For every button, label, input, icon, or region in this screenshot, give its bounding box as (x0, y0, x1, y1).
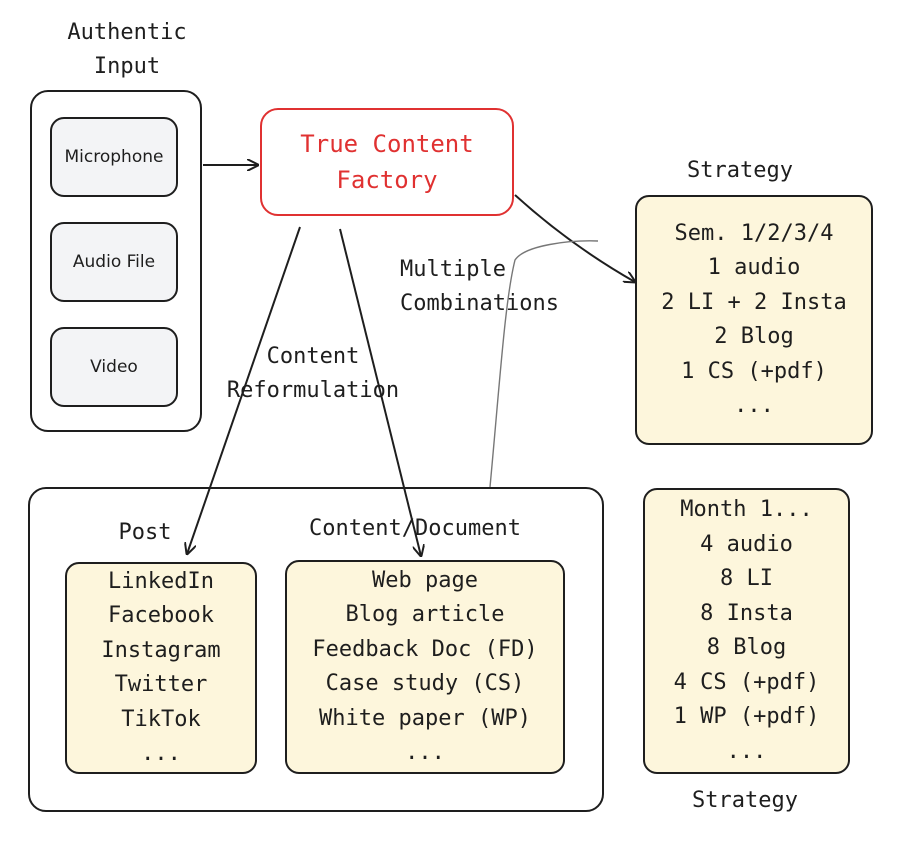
strategy-bottom-list: Month 1... 4 audio 8 LI 8 Insta 8 Blog 4… (643, 488, 850, 774)
output-container (28, 487, 604, 812)
content-document-title: Content/Document (309, 516, 521, 541)
reformulation-line-1: Content (266, 344, 360, 369)
strategy-top-item: 1 audio (707, 255, 801, 280)
video-label: Video (90, 357, 138, 377)
post-item[interactable]: Instagram (101, 637, 221, 663)
input-container (30, 90, 202, 432)
strategy-bottom-item: 1 WP (+pdf) (673, 704, 820, 729)
content-item[interactable]: Case study (CS) (325, 671, 525, 696)
content-item[interactable]: White paper (WP) (319, 705, 531, 731)
reformulation-line-2: Reformulation (226, 378, 400, 403)
strategy-top-list: Sem. 1/2/3/4 1 audio 2 LI + 2 Insta 2 Bl… (635, 195, 873, 445)
strategy-bottom-item: ... (726, 738, 767, 764)
microphone-card[interactable]: Microphone (50, 117, 178, 197)
post-item[interactable]: Twitter (114, 672, 208, 697)
content-item: ... (405, 740, 445, 765)
strategy-top-title: Strategy (687, 158, 793, 183)
strategy-top-item: 2 Blog (714, 324, 794, 349)
arrow-factory-to-content (339, 228, 421, 556)
strategy-top-item: 2 LI + 2 Insta (661, 289, 847, 315)
video-card[interactable]: Video (50, 327, 178, 407)
strategy-bottom-item: 8 Insta (700, 600, 793, 626)
strategy-bottom-item: 4 CS (+pdf) (673, 669, 820, 695)
input-title-line-1: Authentic (67, 20, 187, 45)
content-item[interactable]: Web page (372, 567, 478, 593)
arrow-factory-to-post (187, 226, 301, 554)
post-item[interactable]: Facebook (108, 603, 214, 628)
audio-file-card[interactable]: Audio File (50, 222, 178, 302)
strategy-bottom-item: 8 LI (720, 566, 773, 591)
strategy-top-item: 1 CS (+pdf) (681, 358, 827, 384)
post-list: LinkedIn Facebook Instagram Twitter TikT… (65, 562, 257, 774)
factory-line-2: Factory (336, 166, 438, 194)
post-title: Post (118, 520, 172, 545)
input-title: Authentic Input (52, 16, 202, 84)
microphone-label: Microphone (64, 147, 164, 167)
strategy-bottom-title: Strategy (692, 788, 798, 813)
strategy-top-item: ... (734, 393, 774, 418)
post-item: ... (141, 741, 181, 766)
factory-line-1: True Content (300, 130, 474, 158)
strategy-bottom-item: Month 1... (680, 497, 813, 522)
content-document-list: Web page Blog article Feedback Doc (FD) … (285, 560, 565, 774)
strategy-bottom-item: 8 Blog (706, 635, 787, 660)
content-item[interactable]: Feedback Doc (FD) (312, 636, 538, 662)
strategy-top-item: Sem. 1/2/3/4 (674, 220, 834, 246)
strategy-bottom-item: 4 audio (700, 531, 793, 557)
combinations-line-1: Multiple (400, 257, 506, 282)
reformulation-label: Content Reformulation (218, 340, 408, 408)
post-item[interactable]: LinkedIn (108, 568, 214, 594)
true-content-factory[interactable]: True Content Factory (260, 108, 514, 216)
combinations-line-2: Combinations (400, 291, 559, 316)
audio-file-label: Audio File (72, 252, 156, 272)
line-combinations (489, 240, 599, 488)
input-title-line-2: Input (93, 54, 161, 79)
content-item[interactable]: Blog article (345, 602, 505, 627)
combinations-label: Multiple Combinations (400, 253, 580, 321)
post-item[interactable]: TikTok (121, 706, 201, 732)
